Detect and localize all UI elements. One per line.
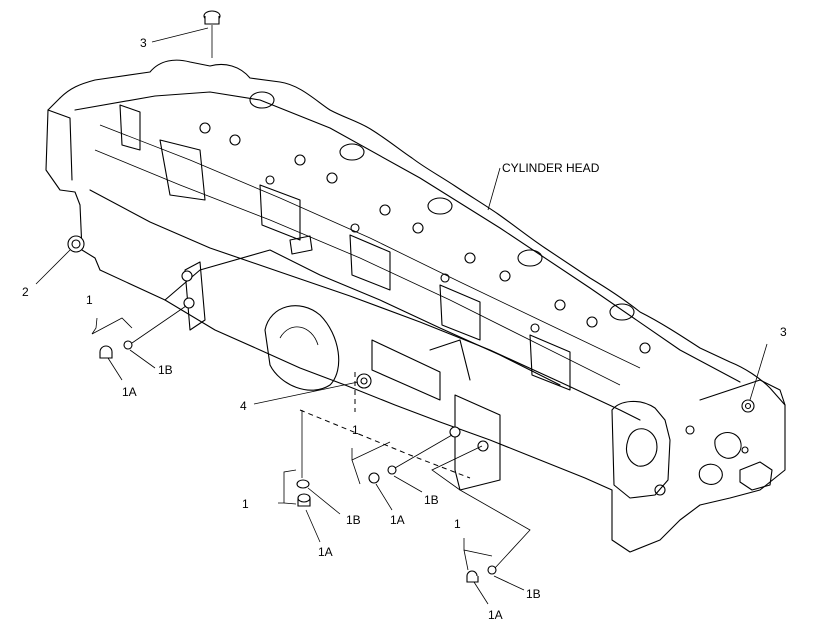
plug-3-right bbox=[741, 399, 755, 413]
plug-2 bbox=[67, 235, 85, 253]
callout-3-right: 3 bbox=[780, 325, 787, 339]
plug-3-top bbox=[203, 10, 221, 58]
bracket-hole bbox=[449, 426, 461, 438]
fitting-group-c bbox=[296, 410, 311, 507]
callout-1a-group-a: 1A bbox=[122, 385, 137, 399]
callout-1b-group-b: 1B bbox=[424, 493, 439, 507]
callout-1b-group-c: 1B bbox=[346, 513, 361, 527]
cylinder-head-body bbox=[45, 59, 786, 553]
fitting-group-d bbox=[431, 445, 531, 583]
cylinder-head-label: CYLINDER HEAD bbox=[502, 161, 600, 175]
callout-1-group-a: 1 bbox=[86, 293, 93, 307]
callout-2: 2 bbox=[22, 285, 29, 299]
callout-1b-group-a: 1B bbox=[158, 363, 173, 377]
callout-1-group-d: 1 bbox=[454, 517, 461, 531]
callout-4: 4 bbox=[240, 399, 247, 413]
callout-1a-group-b: 1A bbox=[390, 513, 405, 527]
leader-lines bbox=[35, 27, 768, 605]
deck-features bbox=[94, 91, 651, 391]
bracket-hole bbox=[477, 440, 489, 452]
bracket-hole bbox=[183, 297, 195, 309]
callout-1-group-b: 1 bbox=[352, 423, 359, 437]
plug-4 bbox=[356, 373, 372, 389]
callout-1-group-c: 1 bbox=[242, 497, 249, 511]
callout-1a-group-d: 1A bbox=[488, 608, 503, 622]
fitting-group-b bbox=[368, 434, 453, 484]
bracket-hole bbox=[181, 270, 193, 282]
fitting-group-a bbox=[99, 305, 187, 359]
callout-3-top: 3 bbox=[140, 36, 147, 50]
callout-1a-group-c: 1A bbox=[318, 545, 333, 559]
callout-1b-group-d: 1B bbox=[526, 587, 541, 601]
